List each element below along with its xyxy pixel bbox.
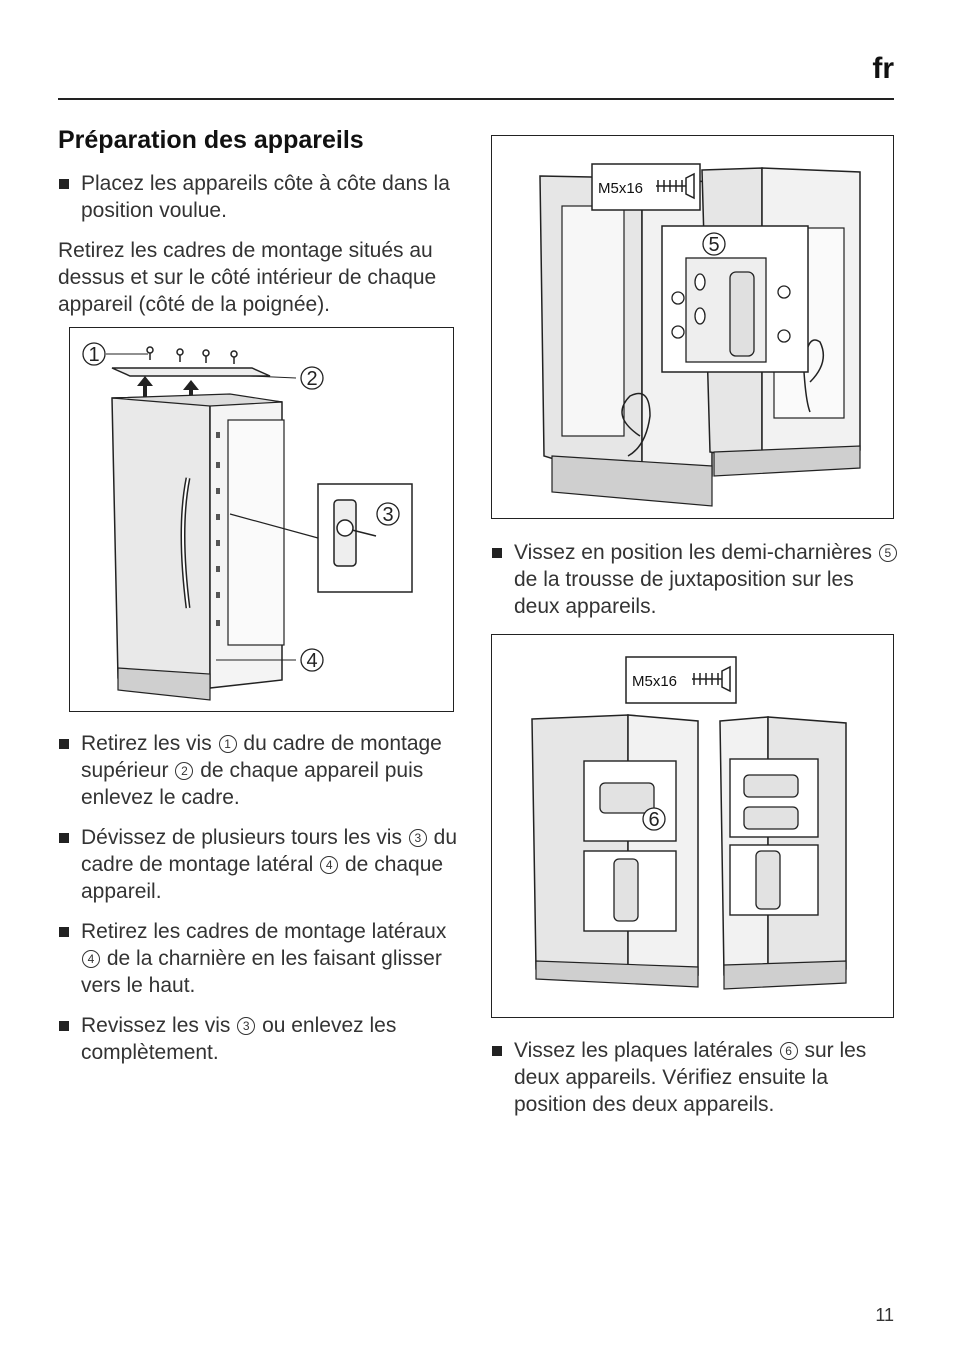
callout-6: 6 — [648, 809, 659, 831]
language-code: fr — [872, 52, 894, 85]
ref-3b: 3 — [237, 1017, 256, 1035]
callout-2: 2 — [306, 368, 317, 390]
right-step-1: Vissez en position les demi-charnières 5… — [491, 539, 901, 620]
instruction-unscrew: Dévissez de plusieurs tours les vis 3 du… — [58, 824, 468, 905]
ref-5: 5 — [878, 544, 897, 562]
instruction-screw-side-plates: Vissez les plaques latérales 6 sur les d… — [491, 1037, 901, 1118]
instruction-place-appliances: Placez les appareils côte à côte dans la… — [58, 170, 468, 224]
callout-4: 4 — [306, 650, 317, 672]
callout-3: 3 — [382, 504, 393, 526]
callout-5: 5 — [708, 234, 719, 256]
instruction-remove-screws: Retirez les vis 1 du cadre de montage su… — [58, 730, 468, 811]
ref-2: 2 — [175, 762, 194, 780]
instruction-remove-frames: Retirez les cadres de montage situés au … — [58, 239, 437, 316]
ref-1: 1 — [218, 735, 237, 753]
instruction-rescrew: Revissez les vis 3 ou enlevez les complè… — [58, 1012, 468, 1066]
screw-label-m5x16: M5x16 — [598, 180, 643, 197]
figure-half-hinges: M5x16 5 — [491, 135, 894, 519]
figure-3-illustration: M5x16 6 — [531, 656, 847, 990]
callout-1: 1 — [88, 344, 99, 366]
figure-remove-mounting-frames: 1 2 3 4 — [69, 327, 454, 712]
right-step-2: Vissez les plaques latérales 6 sur les d… — [491, 1037, 901, 1118]
instruction-screw-half-hinges: Vissez en position les demi-charnières 5… — [491, 539, 901, 620]
header-rule — [58, 98, 894, 100]
page-number: 11 — [875, 1305, 894, 1325]
instruction-slide-frames: Retirez les cadres de montage latéraux 4… — [58, 918, 468, 999]
left-steps: Retirez les vis 1 du cadre de montage su… — [58, 730, 468, 1066]
left-intro: Placez les appareils côte à côte dans la… — [58, 170, 468, 318]
figure-2-illustration: M5x16 5 — [539, 163, 861, 507]
screw-label-m5x16-2: M5x16 — [632, 673, 677, 690]
ref-3: 3 — [408, 829, 427, 847]
ref-6: 6 — [779, 1042, 798, 1060]
section-title: Préparation des appareils — [58, 126, 364, 154]
figure-1-illustration: 1 2 3 4 — [82, 342, 413, 701]
figure-side-plates: M5x16 6 — [491, 634, 894, 1018]
ref-4: 4 — [320, 856, 339, 874]
ref-4b: 4 — [82, 950, 100, 968]
